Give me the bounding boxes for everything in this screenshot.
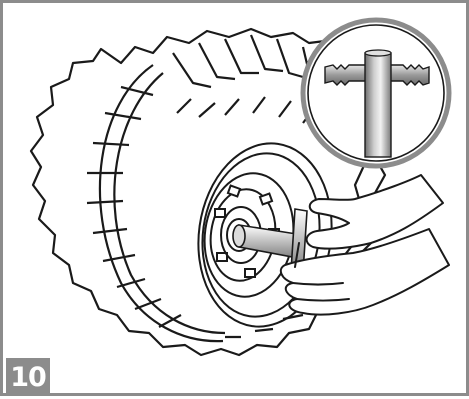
wheel-assembly-illustration	[3, 3, 469, 399]
hands	[281, 175, 449, 315]
inset-detail	[303, 20, 449, 166]
step-number-badge: 10	[6, 358, 50, 396]
